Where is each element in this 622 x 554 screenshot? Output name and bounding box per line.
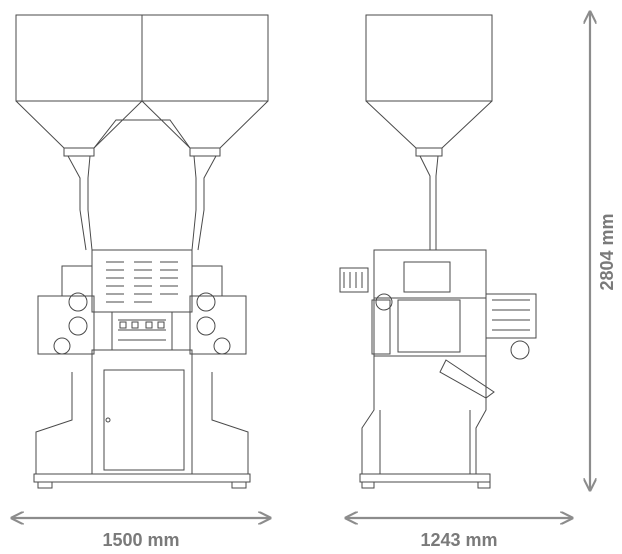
front-grille-head bbox=[91, 249, 193, 313]
front-feed-neck bbox=[93, 119, 191, 149]
front-door-handle bbox=[105, 417, 111, 423]
side-foot-right bbox=[477, 481, 491, 489]
front-door bbox=[103, 369, 185, 471]
height-label: 2804 mm bbox=[597, 213, 617, 290]
front-left-roller-unit bbox=[37, 265, 95, 355]
side-foot-left bbox=[361, 481, 375, 489]
dimension-lines bbox=[12, 12, 590, 518]
front-foot-left bbox=[37, 481, 53, 489]
front-base bbox=[33, 473, 251, 483]
side-motor-left bbox=[339, 267, 393, 311]
front-frame bbox=[35, 372, 249, 475]
side-base bbox=[359, 473, 491, 483]
front-foot-right bbox=[231, 481, 247, 489]
side-main-block bbox=[371, 297, 487, 357]
front-left-hopper bbox=[15, 14, 143, 251]
front-right-roller-unit bbox=[189, 265, 247, 355]
side-upper-housing bbox=[373, 249, 487, 299]
front-control-panel bbox=[111, 311, 173, 351]
front-body bbox=[91, 349, 193, 475]
side-motor-right bbox=[485, 293, 537, 360]
side-view bbox=[339, 14, 537, 489]
front-right-hopper bbox=[141, 14, 269, 251]
width-side-label: 1243 mm bbox=[420, 530, 497, 549]
side-hopper bbox=[365, 14, 493, 250]
front-view bbox=[15, 14, 269, 489]
width-front-label: 1500 mm bbox=[102, 530, 179, 549]
